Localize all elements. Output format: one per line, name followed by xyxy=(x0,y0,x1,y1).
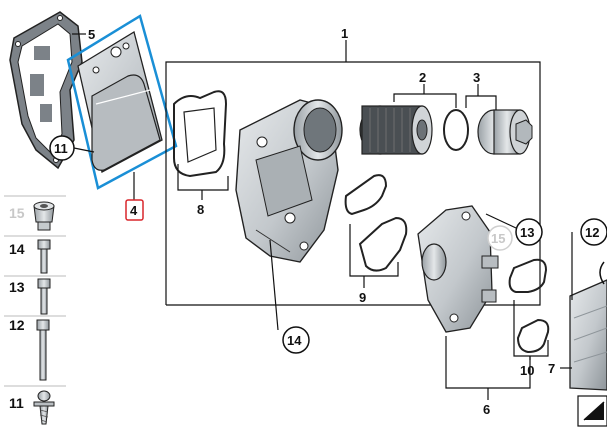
callout-15: 15 xyxy=(491,231,505,246)
housing-part-6[interactable] xyxy=(417,205,499,333)
callout-6: 6 xyxy=(483,402,490,417)
callout-10: 10 xyxy=(520,363,534,378)
bracket-3 xyxy=(465,95,497,110)
bracket-9 xyxy=(349,224,399,277)
side-part-number: 14 xyxy=(9,241,25,257)
callout-8: 8 xyxy=(197,202,204,217)
callout-2: 2 xyxy=(419,70,426,85)
side-part-number: 11 xyxy=(9,395,24,411)
side-part-12[interactable]: 12 xyxy=(9,317,50,381)
sleeve-icon xyxy=(33,201,55,231)
oil-filter-cap-part-3[interactable] xyxy=(477,109,533,155)
bolt-icon xyxy=(36,319,50,381)
group-bracket-1 xyxy=(165,61,541,306)
bracket-2 xyxy=(393,93,457,108)
oil-filter-housing[interactable] xyxy=(235,99,343,263)
callout-14: 14 xyxy=(287,333,302,348)
leader-line-14 xyxy=(269,239,279,331)
callout-5: 5 xyxy=(88,27,95,42)
side-part-14[interactable]: 14 xyxy=(9,239,51,274)
side-part-number: 13 xyxy=(9,279,25,295)
bracket-10 xyxy=(513,300,549,357)
callout-13-circle xyxy=(515,218,543,246)
gasket-part-9[interactable] xyxy=(344,174,408,272)
callout-13: 13 xyxy=(520,225,534,240)
oil-filter-element-part-2[interactable] xyxy=(359,105,433,155)
callout-9: 9 xyxy=(359,290,366,305)
leader-line-11 xyxy=(73,147,95,153)
side-part-13[interactable]: 13 xyxy=(9,278,51,315)
side-parts-list: 15 14 13 xyxy=(4,195,66,425)
side-part-15[interactable]: 15 xyxy=(9,201,55,231)
bolt-icon xyxy=(37,239,51,274)
callout-11: 11 xyxy=(54,141,68,156)
bolt-icon xyxy=(37,278,51,315)
o-ring-part-2[interactable] xyxy=(443,109,469,151)
callout-12: 12 xyxy=(585,225,599,240)
side-part-number: 15 xyxy=(9,205,25,221)
callout-4: 4 xyxy=(130,203,138,218)
leader-line-13 xyxy=(485,213,517,229)
callout-7: 7 xyxy=(548,361,555,376)
callout-15-circle xyxy=(487,225,513,251)
bracket-8 xyxy=(177,164,229,191)
partial-callout-circle xyxy=(599,261,605,285)
highlight-outline-part-4 xyxy=(66,14,178,190)
bracket-6 xyxy=(445,336,531,389)
gasket-part-8[interactable] xyxy=(173,90,228,178)
legend-corner-icon xyxy=(577,395,607,427)
oil-cooler-part-4[interactable] xyxy=(77,30,163,173)
gasket-part-10[interactable] xyxy=(508,258,550,354)
callout-12-circle xyxy=(580,218,607,246)
callout-3: 3 xyxy=(473,70,480,85)
side-part-number: 12 xyxy=(9,317,25,333)
callout-1: 1 xyxy=(341,26,348,41)
cooler-part-7[interactable] xyxy=(569,279,607,391)
side-part-11[interactable]: 11 xyxy=(9,390,55,425)
gasket-part-5[interactable] xyxy=(9,11,83,170)
callout-14-circle xyxy=(282,326,310,354)
callout-4-box xyxy=(125,199,144,221)
screw-icon xyxy=(33,390,55,425)
